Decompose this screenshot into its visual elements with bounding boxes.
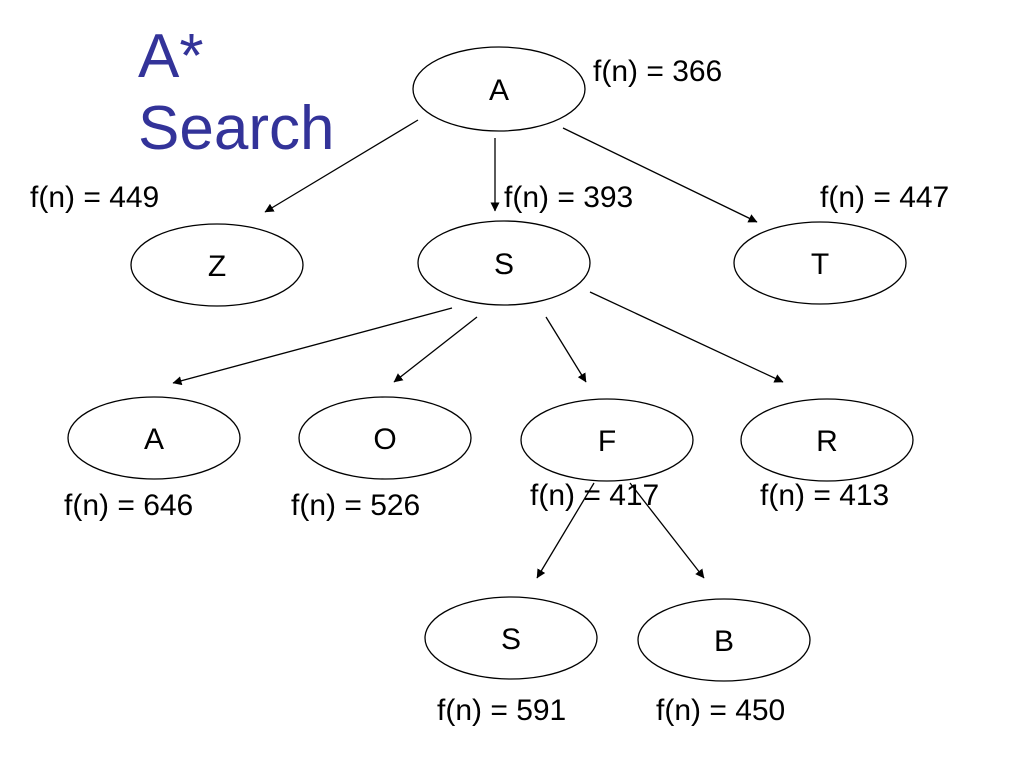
tree-node-s: S [417,220,591,306]
node-label-t: T [811,248,829,281]
node-label-s: S [494,248,514,281]
node-label-o: O [373,423,396,456]
f-value-label-root-a: f(n) = 366 [593,55,723,88]
tree-node-r: R [740,398,914,482]
tree-node-b: B [637,598,811,682]
node-label-a2: A [144,423,164,456]
node-ellipse-s2 [424,596,598,680]
node-ellipse-f [520,398,694,482]
node-ellipse-z [130,223,304,307]
slide-title-line-2: Search [138,94,335,163]
f-value-label-f: f(n) = 417 [530,479,660,512]
node-label-b: B [714,625,734,658]
node-label-root-a: A [489,74,509,107]
f-value-label-z: f(n) = 449 [30,181,160,214]
edge-s-to-f [545,316,587,383]
node-ellipse-s [417,220,591,306]
tree-node-s2: S [424,596,598,680]
node-label-f: F [598,425,616,458]
f-value-label-t: f(n) = 447 [820,181,950,214]
node-ellipse-t [733,221,907,305]
slide-title-line-1: A* [138,22,204,91]
tree-edges [172,119,784,579]
f-value-label-s: f(n) = 393 [504,181,634,214]
edge-f-to-b [629,482,705,579]
tree-node-root-a: A [412,46,586,132]
node-label-r: R [816,425,838,458]
edge-s-to-r [589,291,784,383]
edge-f-to-s2 [536,482,595,579]
edge-s-to-a2 [172,307,453,386]
edge-root-a-to-t [562,127,758,223]
f-value-label-a2: f(n) = 646 [64,489,194,522]
tree-node-f: F [520,398,694,482]
tree-node-a2: A [67,396,241,480]
node-label-z: Z [208,250,226,283]
node-ellipse-o [298,396,472,480]
tree-node-t: T [733,221,907,305]
edge-s-to-o [393,316,478,383]
node-ellipse-r [740,398,914,482]
f-value-label-o: f(n) = 526 [291,489,421,522]
tree-node-o: O [298,396,472,480]
tree-nodes: A Z S T A O F R S B [67,46,914,682]
f-value-label-s2: f(n) = 591 [437,694,567,727]
f-value-label-r: f(n) = 413 [760,479,890,512]
tree-node-z: Z [130,223,304,307]
node-ellipse-b [637,598,811,682]
f-value-label-b: f(n) = 450 [656,694,786,727]
edge-root-a-to-z [264,119,419,213]
node-ellipse-root-a [412,46,586,132]
node-label-s2: S [501,623,521,656]
node-ellipse-a2 [67,396,241,480]
